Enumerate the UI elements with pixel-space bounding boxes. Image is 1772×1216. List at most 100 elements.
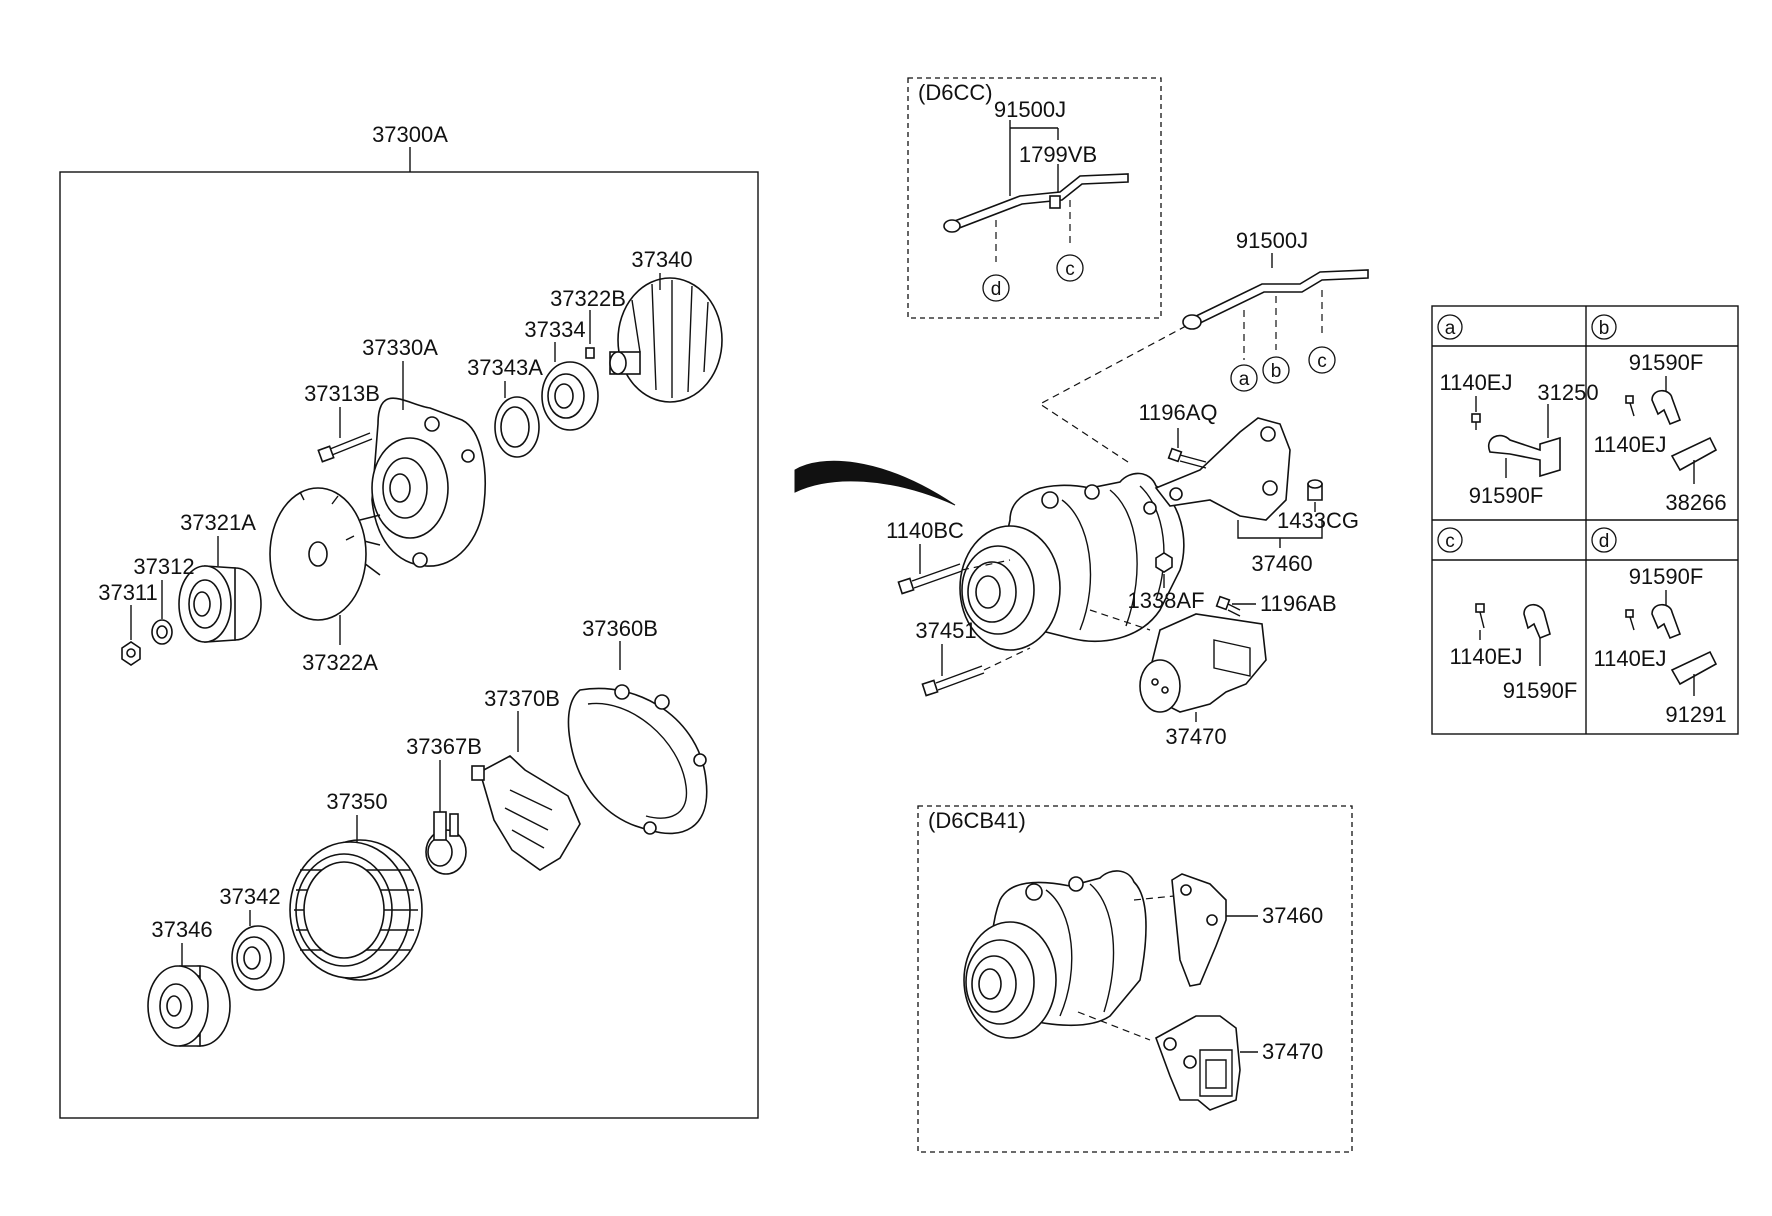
exploded-view-frame [59, 171, 759, 1119]
cell-a-label-1140EJ: 1140EJ [1440, 370, 1513, 395]
cell-c-bolt [1475, 603, 1485, 613]
label-37451: 37451 [915, 618, 976, 643]
table-header-a: a [1445, 318, 1456, 339]
d6cc-label-1799VB: 1799VB [1019, 142, 1097, 167]
d6cc-variant-box: (D6CC) 91500J 1799VB d c [907, 77, 1162, 319]
stator-part-37350 [289, 839, 423, 981]
table-header-c: c [1445, 531, 1455, 552]
label-37343A: 37343A [467, 355, 543, 380]
main-callout-b [1262, 356, 1290, 384]
d6cb41-alternator-part [963, 870, 1147, 1039]
label-37322A: 37322A [302, 650, 378, 675]
label-37350: 37350 [326, 789, 387, 814]
cell-c: 1140EJ 91590F [1450, 603, 1577, 703]
table-header-c-circle [1437, 527, 1463, 553]
table-header-d-circle [1591, 527, 1617, 553]
bolt-part-1196AQ [1167, 447, 1207, 469]
label-37370B: 37370B [484, 686, 560, 711]
d6cb41-title: (D6CB41) [928, 808, 1026, 833]
main-callout-c [1308, 346, 1336, 374]
d6cc-label-91500J: 91500J [994, 97, 1066, 122]
brush-part-37367B [425, 811, 467, 875]
bolt-part-1140BC [897, 563, 963, 595]
main-callout-b-text: b [1271, 361, 1282, 382]
label-1338AF: 1338AF [1127, 588, 1204, 613]
label-37312: 37312 [133, 554, 194, 579]
label-37313B: 37313B [304, 381, 380, 406]
fan-part-37322A [269, 487, 381, 621]
cell-d: 91590F 1140EJ 91291 [1594, 564, 1727, 727]
label-37311: 37311 [98, 580, 158, 605]
label-1196AQ: 1196AQ [1138, 400, 1217, 425]
washer-part-37312 [151, 619, 173, 645]
label-37334: 37334 [524, 317, 585, 342]
d6cb41-label-37470: 37470 [1262, 1039, 1323, 1064]
exploded-alternator-group: 37300A 37340 37322B 37334 37343A [59, 122, 759, 1119]
label-1433CG: 1433CG [1277, 508, 1359, 533]
label-37470: 37470 [1165, 724, 1226, 749]
label-37367B: 37367B [406, 734, 482, 759]
main-callout-c-text: c [1317, 351, 1327, 372]
label-37322B: 37322B [550, 286, 626, 311]
cell-d-bolt [1625, 609, 1634, 618]
d6cb41-mount-part-37470 [1155, 1015, 1241, 1111]
bearing-part-37342 [231, 925, 285, 991]
cell-d-label-91590F: 91590F [1629, 564, 1704, 589]
nut-part-1338AF [1155, 552, 1173, 573]
curved-arrow-icon [794, 460, 956, 506]
label-91500J-main: 91500J [1236, 228, 1308, 253]
cell-b: 91590F 1140EJ 38266 [1594, 350, 1727, 515]
d6cc-leader-91500J [1009, 120, 1059, 140]
bolt-part-37451 [921, 665, 985, 697]
cell-b-clip [1651, 389, 1682, 426]
cell-d-bracket [1670, 650, 1718, 686]
alternator-body-part [959, 472, 1185, 651]
d6cc-callout-c [1056, 254, 1084, 282]
label-37346: 37346 [151, 917, 212, 942]
d6cc-callout-c-text: c [1065, 259, 1075, 280]
d6cb41-label-37460: 37460 [1262, 903, 1323, 928]
main-assembly-group: 91500J a b c [886, 228, 1369, 749]
label-37321A: 37321A [180, 510, 256, 535]
main-callout-a [1230, 364, 1258, 392]
d6cb41-dash-mount [1077, 1011, 1151, 1041]
cell-a-label-91590F: 91590F [1469, 483, 1544, 508]
label-1140BC: 1140BC [886, 518, 964, 543]
label-37340: 37340 [631, 247, 692, 272]
main-callout-a-text: a [1239, 369, 1250, 390]
cell-c-label-1140EJ: 1140EJ [1450, 644, 1523, 669]
cell-b-bracket [1670, 436, 1718, 472]
table-header-a-circle [1437, 314, 1463, 340]
d6cc-title: (D6CC) [918, 80, 993, 105]
mount-part-37470 [1139, 613, 1267, 713]
cell-a: 1140EJ 31250 91590F [1440, 370, 1599, 508]
d6cb41-dash-bracket [1133, 895, 1175, 901]
bolt-part-1196AB [1215, 595, 1241, 617]
cell-a-bolt [1471, 413, 1481, 423]
main-dash-bolt2 [983, 647, 1031, 671]
main-dash-body-to-mount [1089, 609, 1151, 631]
cell-b-bolt [1625, 395, 1634, 404]
d6cb41-frame [917, 805, 1353, 1153]
label-37300A: 37300A [372, 122, 448, 147]
ring-part-37343A [494, 396, 540, 458]
pulley-part-37346 [147, 965, 231, 1047]
key-part-37322B [585, 347, 595, 359]
d6cb41-variant-box: (D6CB41) 37460 37470 [917, 805, 1353, 1153]
regulator-part-37370B [471, 755, 581, 871]
label-37360B: 37360B [582, 616, 658, 641]
cell-a-clip [1487, 434, 1561, 478]
rear-housing-part-37360B [567, 684, 708, 835]
callout-table: a b c d 1140EJ 31250 91590F 91590F 1140E… [1431, 305, 1739, 735]
cell-c-clip [1523, 603, 1551, 640]
main-dash-pipe-to-bracket [1038, 325, 1187, 463]
cell-a-label-31250: 31250 [1537, 380, 1598, 405]
d6cc-callout-d [982, 274, 1010, 302]
cell-d-label-1140EJ: 1140EJ [1594, 646, 1667, 671]
label-37342: 37342 [219, 884, 280, 909]
cell-b-label-91590F: 91590F [1629, 350, 1704, 375]
main-dash-bolt1 [961, 559, 1011, 571]
label-1196AB: 1196AB [1260, 591, 1337, 616]
cell-d-label-91291: 91291 [1665, 702, 1726, 727]
